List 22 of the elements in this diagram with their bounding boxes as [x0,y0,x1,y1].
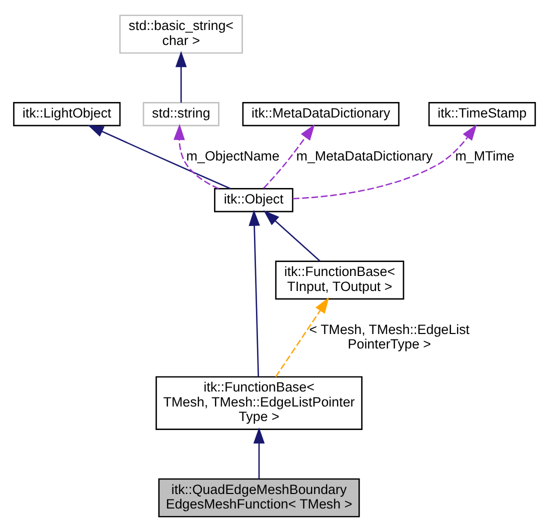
edge-label: m_MetaDataDictionary [296,148,433,164]
node-box: itk::TimeStamp [428,102,536,126]
edge-label: m_ObjectName [186,148,280,164]
arrow [263,210,321,262]
arrow [292,124,477,200]
node-box: std::string [142,102,220,126]
arrow [248,210,260,377]
node-box: itk::LightObject [13,102,121,126]
arrow [174,124,219,190]
node-box: itk::QuadEdgeMeshBoundary EdgesMeshFunction< TMesh > [158,478,360,518]
node-box: itk::FunctionBase< TInput, TOutput > [275,260,404,300]
arrow [263,124,315,189]
edge-label: < TMesh, TMesh::EdgeList PointerType > [309,322,470,352]
arrow [253,427,265,479]
node-box: itk::FunctionBase< TMesh, TMesh::EdgeListPointer Type > [156,376,363,430]
arrow [275,297,330,378]
node-box: itk::Object [214,188,294,212]
node-box: itk::MetaDataDictionary [242,102,400,126]
arrow [175,51,187,103]
arrow [88,124,231,190]
node-box: std::basic_string< char > [119,14,243,54]
edge-label: m_MTime [455,148,514,164]
